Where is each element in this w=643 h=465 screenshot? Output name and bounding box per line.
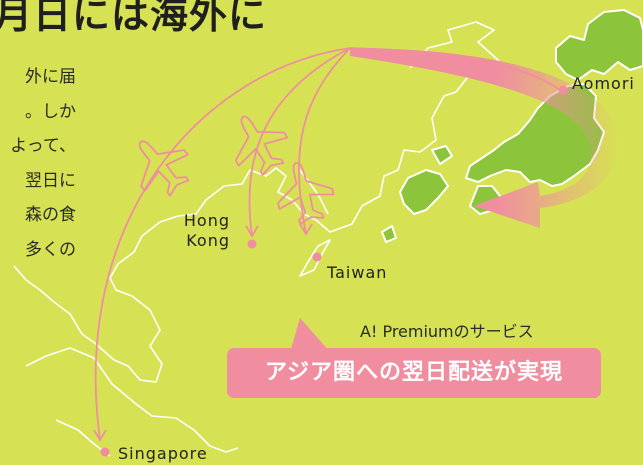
city-label-line: Hong (183, 211, 230, 230)
body-line: 翌日に (25, 170, 76, 191)
body-line: 森の食 (25, 205, 76, 225)
city-label-line: Kong (186, 231, 230, 250)
headline: 月日には海外に (0, 0, 268, 37)
city-dot-aomori (558, 85, 568, 95)
airplane-icon (234, 115, 289, 176)
airplane-icon (277, 162, 335, 225)
body-line: 。しか (25, 101, 76, 122)
flight-routes (94, 47, 561, 441)
airplane-icon (138, 140, 190, 197)
city-dot-hong-kong (247, 239, 257, 249)
body-line: よって、 (10, 136, 76, 156)
city-label-singapore: Singapore (118, 444, 208, 463)
body-line: 多くの (25, 239, 76, 260)
city-dot-taiwan (312, 252, 322, 262)
city-dot-singapore (100, 447, 110, 457)
premium-service-label: A! Premiumのサービス (360, 322, 534, 341)
next-day-delivery-banner: アジア圏への翌日配送が実現 (227, 348, 601, 398)
city-label-aomori: Aomori (572, 74, 635, 93)
body-line: 外に届 (25, 67, 76, 87)
city-label-taiwan: Taiwan (327, 263, 388, 282)
city-label-hong-kong: Hong Kong (174, 211, 230, 251)
return-arrow (350, 48, 620, 228)
banner-pointer (290, 318, 330, 352)
body-text: 外に届 。しか よって、 翌日に 森の食 多くの (0, 60, 76, 267)
arrowheads (93, 223, 313, 442)
